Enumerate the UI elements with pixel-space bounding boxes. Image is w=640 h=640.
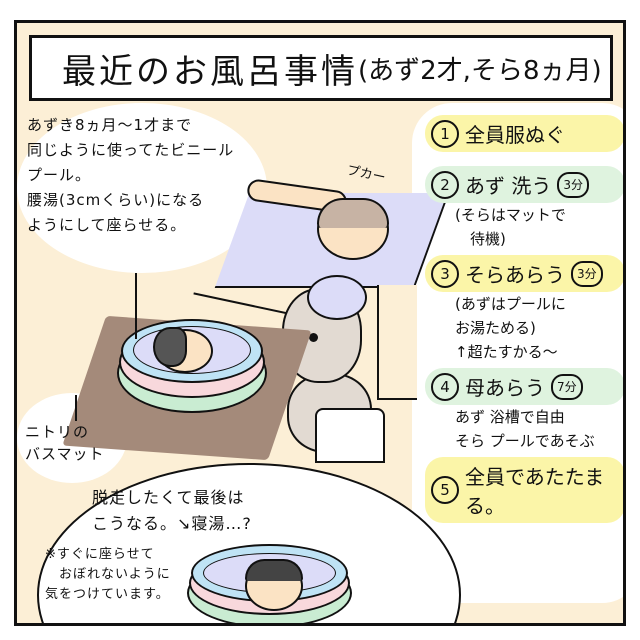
note-line: ※すぐに座らせて bbox=[45, 547, 155, 562]
page-title: 最近のお風呂事情 bbox=[62, 51, 358, 92]
baby-hair bbox=[153, 327, 187, 367]
step-5: 5 全員であたたまる。 bbox=[425, 457, 623, 523]
minutes-badge: 3分 bbox=[571, 260, 603, 287]
step-label: あず 洗う bbox=[465, 174, 552, 198]
step-note: (あずはプールに bbox=[455, 295, 566, 313]
step-note: そら プールであそぶ bbox=[455, 432, 595, 450]
bath-stool bbox=[315, 408, 385, 463]
toddler-hair bbox=[245, 559, 303, 581]
step-1: 1 全員服ぬぐ bbox=[425, 115, 623, 152]
minutes-badge: 7分 bbox=[551, 373, 583, 400]
step-label: 全員服ぬぐ bbox=[465, 123, 565, 147]
step-label: そらあらう bbox=[465, 263, 565, 287]
toddler-hair bbox=[317, 198, 389, 228]
arrow-line bbox=[75, 395, 77, 421]
note-line: ようにして座らせる。 bbox=[27, 216, 187, 234]
note-line: おぼれないように bbox=[59, 567, 171, 582]
note-line: ニトリの bbox=[25, 423, 90, 441]
pool-intro-note: あずき8ヵ月〜1才まで 同じように使ってたビニール プール。 腰湯(3cmくらい… bbox=[27, 113, 234, 238]
bathtub-side bbox=[377, 285, 417, 400]
sfx-float: プカー bbox=[345, 163, 387, 186]
step-number-badge: 4 bbox=[431, 372, 459, 401]
note-line: あずき8ヵ月〜1才まで bbox=[27, 116, 193, 134]
step-4: 4 母あらう 7分 あず 浴槽で自由 そら プールであそぶ bbox=[425, 368, 623, 453]
bath-steps-list: 1 全員服ぬぐ 2 あず 洗う 3分 (そらはマットで 待機) 3 そらあらう … bbox=[425, 115, 623, 527]
note-line: 同じように使ってたビニール bbox=[27, 141, 235, 159]
step-number-badge: 1 bbox=[431, 119, 459, 148]
step-note: 待機) bbox=[455, 230, 506, 248]
step-note: (そらはマットで bbox=[455, 206, 566, 224]
note-line: こうなる。↘寝湯…? bbox=[92, 514, 252, 533]
step-number-badge: 3 bbox=[431, 259, 459, 288]
step-note: あず 浴槽で自由 bbox=[455, 408, 565, 426]
note-line: プール。 bbox=[27, 166, 92, 184]
step-header: 3 そらあらう 3分 bbox=[425, 255, 623, 292]
step-header: 1 全員服ぬぐ bbox=[425, 115, 623, 152]
arrow-line bbox=[135, 273, 137, 339]
note-line: 気をつけています。 bbox=[45, 587, 170, 602]
text-bubble-cloud bbox=[17, 103, 267, 273]
step-label: 母あらう bbox=[465, 376, 545, 400]
step-label: 全員であたたまる。 bbox=[465, 465, 605, 518]
step-3: 3 そらあらう 3分 (あずはプールに お湯ためる) ↑超たすかる〜 bbox=[425, 255, 623, 364]
note-line: 腰湯(3cmくらい)になる bbox=[27, 191, 205, 209]
bath-mat-label: ニトリの バスマット bbox=[25, 421, 105, 465]
step-number-badge: 2 bbox=[431, 170, 459, 199]
page-subtitle: (あず2才,そら8ヵ月) bbox=[358, 55, 602, 86]
step-header: 2 あず 洗う 3分 bbox=[425, 166, 623, 203]
note-line: バスマット bbox=[25, 445, 105, 463]
step-number-badge: 5 bbox=[431, 476, 459, 504]
minutes-badge: 3分 bbox=[557, 171, 589, 198]
mother-shampoo-hair bbox=[307, 275, 367, 320]
step-note: お湯ためる) bbox=[455, 319, 536, 337]
step-header: 4 母あらう 7分 bbox=[425, 368, 623, 405]
step-2: 2 あず 洗う 3分 (そらはマットで 待機) bbox=[425, 166, 623, 251]
caution-caption: ※すぐに座らせて おぼれないように 気をつけています。 bbox=[45, 545, 171, 605]
step-note: ↑超たすかる〜 bbox=[455, 343, 558, 361]
note-line: 脱走したくて最後は bbox=[92, 488, 245, 507]
escape-caption: 脱走したくて最後は こうなる。↘寝湯…? bbox=[92, 485, 252, 537]
comic-panel: 最近のお風呂事情 (あず2才,そら8ヵ月) あずき8ヵ月〜1才まで 同じように使… bbox=[14, 20, 626, 626]
title-box: 最近のお風呂事情 (あず2才,そら8ヵ月) bbox=[29, 35, 613, 101]
step-header: 5 全員であたたまる。 bbox=[425, 457, 623, 523]
mother-eye bbox=[309, 333, 318, 342]
